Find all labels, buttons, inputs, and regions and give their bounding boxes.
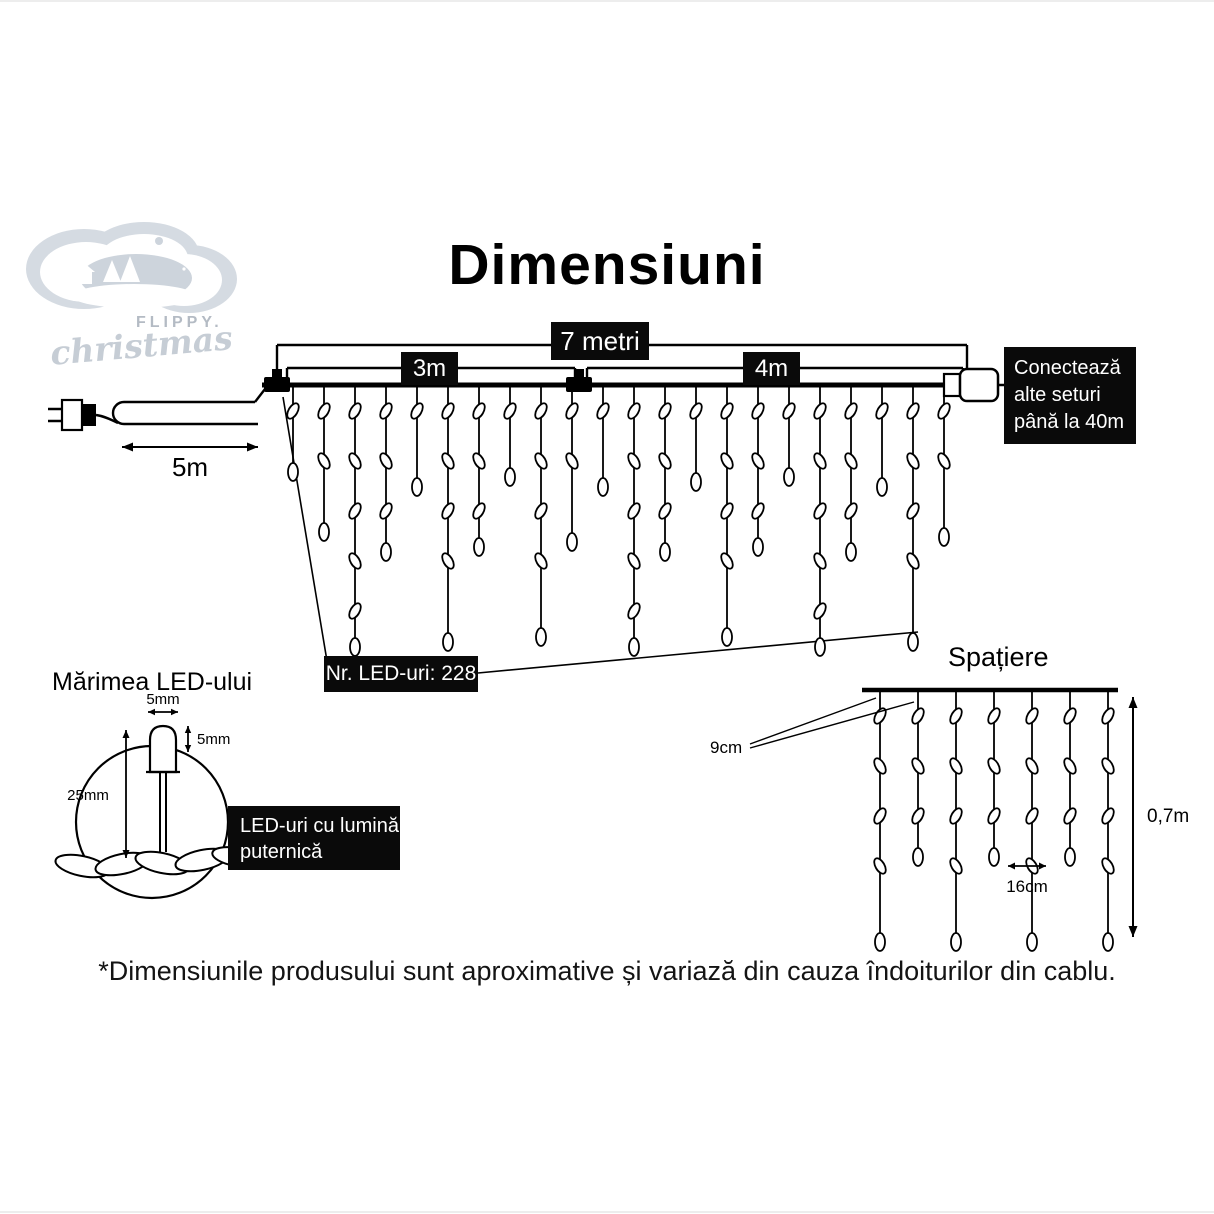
connect-note-line2: alte seturi xyxy=(1014,384,1101,406)
led-width-label: 5mm xyxy=(146,691,179,708)
total-length-badge: 7 metri xyxy=(551,322,649,360)
light-drop xyxy=(503,385,517,487)
led-cap-height-arrow: 5mm xyxy=(184,726,230,752)
gap-label: 9cm xyxy=(710,738,742,757)
led-count-badge: Nr. LED-uri: 228 xyxy=(324,656,478,692)
connect-note-line1: Conectează xyxy=(1014,357,1121,379)
logo-cloud-icon xyxy=(26,222,237,313)
light-drop xyxy=(286,385,300,482)
light-drop xyxy=(873,690,887,952)
lead-length-arrow xyxy=(122,442,258,452)
horizontal-gap-arrow: 16cm xyxy=(1006,862,1048,896)
extension-connector-icon xyxy=(942,367,1005,403)
power-plug-icon xyxy=(48,398,119,432)
light-drop xyxy=(1063,690,1077,867)
light-drop xyxy=(813,385,827,657)
light-drop xyxy=(627,385,641,657)
led-count-leader-lines xyxy=(282,396,919,674)
logo-brand-text: FLIPPY. xyxy=(136,314,223,331)
brand-logo: FLIPPY. christmas xyxy=(24,214,246,396)
drop-height-arrow: 0,7m xyxy=(1128,697,1189,937)
light-drop xyxy=(906,385,920,652)
light-drop xyxy=(348,385,362,657)
led-length-label: 25mm xyxy=(67,787,109,804)
curtain-drops xyxy=(286,385,951,657)
light-drop xyxy=(937,385,951,547)
light-drop xyxy=(911,690,925,867)
top-border xyxy=(0,0,1214,2)
disclaimer-text: *Dimensiunile produsului sunt aproximati… xyxy=(98,956,1116,986)
light-drop xyxy=(565,385,579,552)
light-drop xyxy=(875,385,889,497)
light-drop xyxy=(472,385,486,557)
gap-callout: 9cm xyxy=(710,697,915,757)
led-bulb-icon xyxy=(146,724,180,852)
light-drop xyxy=(1025,690,1039,952)
led-cap-height-label: 5mm xyxy=(197,731,230,748)
lead-length-label: 5m xyxy=(171,452,209,482)
drop-height-label: 0,7m xyxy=(1147,806,1189,827)
led-size-heading: Mărimea LED-ului xyxy=(52,668,253,696)
light-drop xyxy=(1101,690,1115,952)
light-drop xyxy=(317,385,331,542)
light-drop xyxy=(751,385,765,557)
led-note-line2: puternică xyxy=(240,841,323,863)
light-drop xyxy=(410,385,424,497)
right-section-badge: 4m xyxy=(743,352,800,385)
light-drop xyxy=(379,385,393,562)
light-drop xyxy=(844,385,858,562)
spacing-drops xyxy=(873,690,1115,952)
led-size-diagram: 5mm 5mm 25mm xyxy=(54,691,261,900)
wire-clip-left xyxy=(264,369,290,392)
spacing-heading: Spațiere xyxy=(948,642,1049,672)
led-note-badge: LED-uri cu lumină puternică xyxy=(228,806,400,870)
light-drop xyxy=(658,385,672,562)
light-drop xyxy=(441,385,455,652)
spacing-diagram: 9cm 16cm 0,7m xyxy=(710,687,1189,952)
light-drop xyxy=(720,385,734,647)
page-title: Dimensiuni xyxy=(448,233,766,297)
lead-wire-loop xyxy=(111,388,266,426)
left-section-badge: 3m xyxy=(401,352,458,385)
led-width-arrow: 5mm xyxy=(146,691,180,716)
light-drop xyxy=(534,385,548,647)
light-drop xyxy=(987,690,1001,867)
bottom-border xyxy=(0,1211,1214,1213)
light-drop xyxy=(782,385,796,487)
light-drop xyxy=(689,385,703,492)
light-drop xyxy=(949,690,963,952)
led-note-line1: LED-uri cu lumină xyxy=(240,815,399,837)
connect-note-line3: până la 40m xyxy=(1014,411,1125,433)
connect-note-badge: Conectează alte seturi până la 40m xyxy=(1004,347,1136,444)
light-drop xyxy=(596,385,610,497)
led-length-arrow: 25mm xyxy=(67,730,130,858)
horizontal-gap-label: 16cm xyxy=(1006,877,1048,896)
